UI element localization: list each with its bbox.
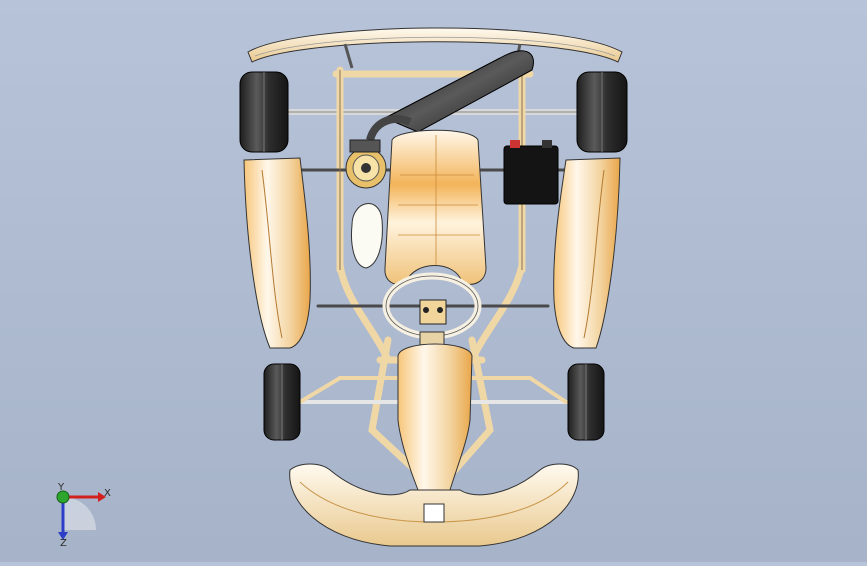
engine[interactable] (345, 139, 387, 189)
left-side-pod[interactable] (243, 157, 311, 349)
seat[interactable] (384, 129, 487, 285)
z-axis-label: Z (60, 538, 67, 549)
exhaust-pipe[interactable] (383, 50, 534, 133)
rear-bumper[interactable] (247, 27, 623, 63)
battery[interactable] (503, 145, 559, 205)
y-axis-arrow (56, 490, 70, 504)
x-axis-label: X (104, 488, 111, 499)
right-side-pod[interactable] (553, 157, 621, 349)
coordinate-triad: X Y Z (56, 482, 111, 549)
number-plate-slot (423, 503, 445, 523)
front-nose-panel[interactable] (397, 343, 473, 491)
y-axis-label: Y (57, 482, 65, 493)
fuel-tank[interactable] (351, 203, 383, 269)
